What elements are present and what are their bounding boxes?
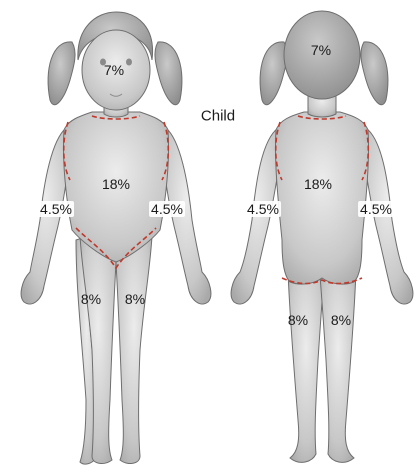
front-head-percent: 7% bbox=[104, 62, 124, 78]
front-right-leg-shape bbox=[116, 236, 152, 463]
back-head-percent: 7% bbox=[311, 42, 331, 58]
front-right-arm-percent: 4.5% bbox=[149, 201, 185, 217]
back-left-pigtail bbox=[260, 42, 287, 105]
back-left-leg-percent: 8% bbox=[288, 312, 308, 328]
front-figure bbox=[21, 12, 211, 464]
front-left-arm-percent: 4.5% bbox=[38, 201, 74, 217]
figure-caption: Child bbox=[201, 108, 235, 125]
back-right-arm-percent: 4.5% bbox=[358, 201, 394, 217]
back-left-leg bbox=[288, 272, 324, 462]
front-left-leg-percent: 8% bbox=[81, 291, 101, 307]
front-left-pigtail bbox=[48, 42, 75, 105]
back-left-arm-percent: 4.5% bbox=[245, 201, 281, 217]
back-right-pigtail bbox=[361, 42, 388, 105]
front-trunk-percent: 18% bbox=[102, 176, 130, 192]
back-right-leg-percent: 8% bbox=[331, 312, 351, 328]
front-right-pigtail bbox=[155, 42, 182, 105]
back-trunk-percent: 18% bbox=[304, 176, 332, 192]
back-figure bbox=[231, 11, 413, 462]
back-right-leg bbox=[320, 272, 356, 462]
back-torso bbox=[275, 112, 368, 284]
front-right-eye bbox=[126, 59, 132, 66]
front-right-leg-percent: 8% bbox=[125, 291, 145, 307]
